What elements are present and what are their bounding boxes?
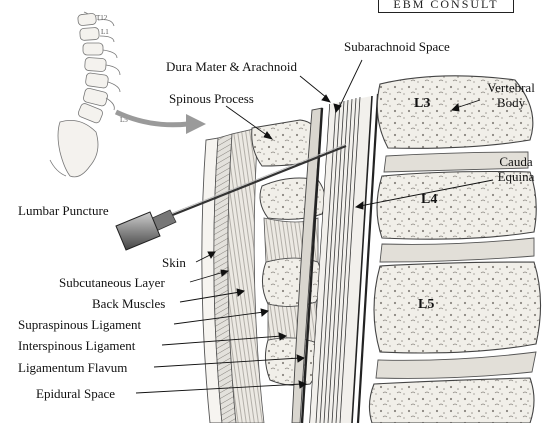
- vertebral-body-l5: [373, 261, 542, 354]
- vertebral-body-l3: [376, 75, 534, 149]
- label-dura-mater-arachnoid: Dura Mater & Arachnoid: [166, 59, 298, 74]
- cross-section: L3 L4 L5: [201, 75, 542, 423]
- label-spinous-process: Spinous Process: [169, 91, 254, 106]
- inset-label-l1: L1: [101, 28, 109, 36]
- inset-label-t12: T12: [96, 14, 108, 22]
- label-interspinous-ligament: Interspinous Ligament: [18, 338, 136, 353]
- label-skin: Skin: [162, 255, 186, 270]
- zoom-arrow-icon: [114, 109, 189, 128]
- vertebral-body-l4: [376, 170, 537, 240]
- label-epidural-space: Epidural Space: [36, 386, 116, 401]
- brand-logo: EBM CONSULT: [378, 0, 514, 13]
- label-back-muscles: Back Muscles: [92, 296, 166, 311]
- label-vertebral-body: Vertebral Body: [487, 80, 535, 110]
- spine-inset: [49, 11, 121, 178]
- label-ligamentum-flavum: Ligamentum Flavum: [18, 360, 128, 375]
- vertebra-label-l3: L3: [414, 96, 430, 111]
- label-lumbar-puncture: Lumbar Puncture: [18, 203, 109, 218]
- label-subcutaneous-layer: Subcutaneous Layer: [59, 275, 165, 290]
- label-subarachnoid-space: Subarachnoid Space: [344, 39, 450, 54]
- vertebra-label-l5: L5: [418, 297, 434, 312]
- vertebra-label-l4: L4: [421, 192, 437, 207]
- zoom-arrowhead-icon: [186, 114, 206, 134]
- leader-lines: [135, 59, 494, 394]
- label-supraspinous-ligament: Supraspinous Ligament: [18, 317, 142, 332]
- label-cauda-equina: Cauda Equina: [497, 154, 535, 184]
- lumbar-puncture-needle: [115, 143, 347, 251]
- inset-label-l5: L5: [120, 116, 128, 124]
